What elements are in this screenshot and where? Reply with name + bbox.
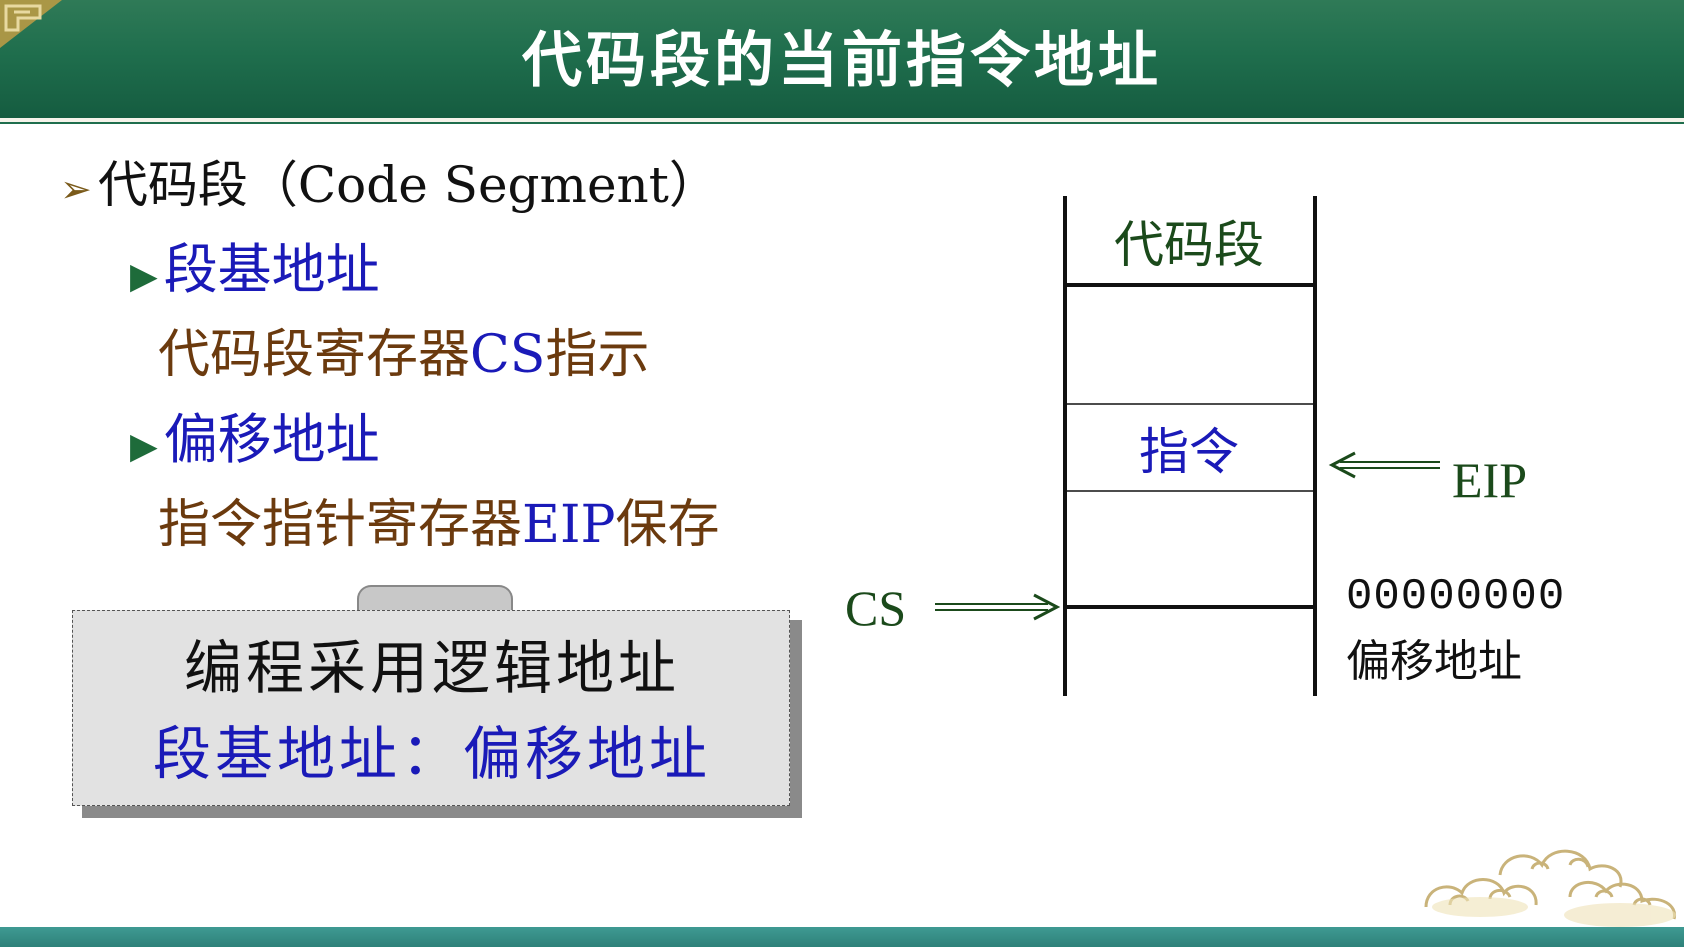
eip-label: EIP	[1452, 452, 1527, 508]
offset-label: 偏移地址	[1346, 636, 1522, 687]
eip-arrow-icon	[1328, 451, 1440, 479]
segment-label: 代码段	[1114, 216, 1264, 274]
cs-label: CS	[845, 580, 907, 636]
triangle-bullet-icon: ▶	[130, 256, 158, 297]
callout-box: 编程采用逻辑地址 段基地址：偏移地址	[72, 610, 790, 806]
segment-base-description: 代码段寄存器CS指示	[158, 325, 649, 385]
page-title: 代码段的当前指令地址	[522, 26, 1162, 96]
description-prefix: 指令指针寄存器	[158, 495, 523, 555]
callout-line-2: 段基地址：偏移地址	[152, 720, 711, 788]
instruction-label: 指令	[1139, 423, 1239, 481]
offset-address-description: 指令指针寄存器EIP保存	[158, 495, 720, 555]
description-prefix: 代码段寄存器	[158, 325, 471, 385]
callout-line-1: 编程采用逻辑地址	[183, 634, 680, 702]
cs-arrow-icon	[935, 593, 1061, 621]
offset-value: 00000000	[1346, 572, 1566, 622]
title-bar: 代码段的当前指令地址	[0, 0, 1684, 118]
code-segment-text: 代码段（Code Segment）	[97, 156, 719, 214]
list-item-offset-address: ▶偏移地址	[130, 410, 380, 477]
offset-address-text: 偏移地址	[163, 408, 380, 471]
list-item-code-segment: ➢代码段（Code Segment）	[60, 155, 719, 219]
description-suffix: 指示	[545, 325, 650, 385]
cs-register-text: CS	[470, 325, 546, 385]
eip-register-text: EIP	[522, 495, 616, 555]
bottom-bar	[0, 927, 1684, 947]
list-item-segment-base: ▶段基地址	[130, 240, 380, 307]
triangle-bullet-icon: ▶	[130, 426, 158, 467]
cloud-ornament-icon	[1424, 849, 1677, 927]
title-divider	[0, 118, 1684, 124]
description-suffix: 保存	[615, 495, 720, 555]
segment-base-text: 段基地址	[163, 238, 380, 301]
corner-ornament-icon	[0, 0, 62, 48]
arrow-bullet-icon: ➢	[60, 167, 92, 211]
segment-diagram	[935, 196, 1440, 696]
